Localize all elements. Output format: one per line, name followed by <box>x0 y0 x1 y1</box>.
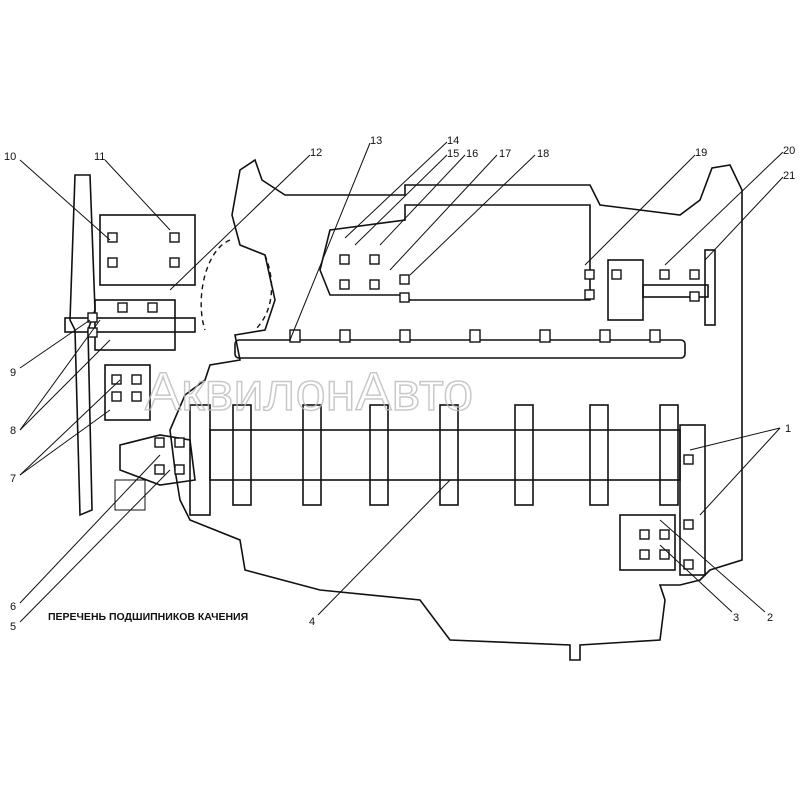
cam-bearing-icon <box>539 329 551 343</box>
rear-flange <box>704 249 716 326</box>
callout-6: 6 <box>10 601 16 613</box>
callout-21: 21 <box>783 170 795 182</box>
bearing-icon <box>147 302 158 313</box>
bearing-icon <box>659 549 670 560</box>
bearing-icon <box>689 269 700 280</box>
pulley-block <box>104 364 151 421</box>
cam-bearing-icon <box>649 329 661 343</box>
front-shaft <box>64 317 196 333</box>
rear-drive-housing <box>607 259 644 321</box>
cam-bearing-icon <box>289 329 301 343</box>
main-journal <box>439 404 459 506</box>
bearing-icon <box>399 292 410 303</box>
diagram-title: ПЕРЕЧЕНЬ ПОДШИПНИКОВ КАЧЕНИЯ <box>48 611 248 623</box>
cam-bearing-icon <box>399 329 411 343</box>
bearing-icon <box>339 254 350 265</box>
main-journal <box>659 404 679 506</box>
callout-16: 16 <box>466 148 478 160</box>
callout-9: 9 <box>10 367 16 379</box>
main-journals <box>232 404 679 506</box>
leader-lines <box>19 141 784 623</box>
bearing-icon <box>154 437 165 448</box>
main-journal <box>302 404 322 506</box>
bearing-icon <box>683 519 694 530</box>
bearing-icon <box>154 464 165 475</box>
bearing-icon <box>659 529 670 540</box>
callout-labels: 1 2 3 4 5 6 7 8 9 10 11 12 13 14 15 16 1… <box>4 135 795 633</box>
camshaft <box>234 339 686 359</box>
callout-1: 1 <box>785 423 791 435</box>
callout-15: 15 <box>447 148 459 160</box>
rear-shaft <box>642 284 709 298</box>
main-journal <box>514 404 534 506</box>
bearing-icon <box>689 291 700 302</box>
crankshaft <box>209 429 681 481</box>
bearing-icon <box>639 549 650 560</box>
main-journal <box>232 404 252 506</box>
gear-housing <box>619 514 676 571</box>
callout-12: 12 <box>310 147 322 159</box>
callout-11: 11 <box>94 151 105 163</box>
cam-bearing-icon <box>339 329 351 343</box>
bearing-icon <box>107 257 118 268</box>
callout-3: 3 <box>733 612 739 624</box>
bearing-icon <box>683 454 694 465</box>
bearing-icon <box>111 391 122 402</box>
bearing-icon <box>169 232 180 243</box>
cam-bearing-icon <box>469 329 481 343</box>
callout-8: 8 <box>10 425 16 437</box>
bearing-icon <box>584 269 595 280</box>
box-5 <box>114 479 146 511</box>
engine-block-outline <box>169 158 743 661</box>
pump-housing <box>319 204 591 301</box>
bearing-icon <box>117 302 128 313</box>
callout-14: 14 <box>447 135 459 147</box>
bearing-icon <box>369 279 380 290</box>
bearing-icon <box>639 529 650 540</box>
bearing-icon <box>683 559 694 570</box>
main-journal <box>589 404 609 506</box>
callout-2: 2 <box>767 612 773 624</box>
bearing-icon <box>399 274 410 285</box>
housing-dashed <box>200 239 273 331</box>
cam-bearing-icon <box>599 329 611 343</box>
bearing-icon <box>107 232 118 243</box>
callout-5: 5 <box>10 621 16 633</box>
bearing-icon <box>174 437 185 448</box>
pulley-hub <box>94 299 176 351</box>
callout-20: 20 <box>783 145 795 157</box>
bearing-icon <box>169 257 180 268</box>
fan-blade <box>69 174 96 517</box>
callout-17: 17 <box>499 148 511 160</box>
callout-10: 10 <box>4 151 16 163</box>
front-housing <box>99 214 196 286</box>
callout-13: 13 <box>370 135 382 147</box>
bearing-icon <box>174 464 185 475</box>
crank-nose <box>119 434 196 486</box>
bearing-icon <box>659 269 670 280</box>
callout-18: 18 <box>537 148 549 160</box>
callout-7: 7 <box>10 473 16 485</box>
bearing-icon <box>87 312 98 323</box>
bearing-icon <box>369 254 380 265</box>
bearing-icon <box>131 374 142 385</box>
bearing-icon <box>131 391 142 402</box>
bearing-icon <box>584 289 595 300</box>
callout-19: 19 <box>695 147 707 159</box>
bearing-icon <box>339 279 350 290</box>
watermark: АквилонАвто <box>145 362 473 422</box>
bearing-icon <box>87 327 98 338</box>
bearing-marks <box>87 232 700 570</box>
main-journal <box>369 404 389 506</box>
callout-4: 4 <box>309 616 315 628</box>
bearing-icon <box>611 269 622 280</box>
